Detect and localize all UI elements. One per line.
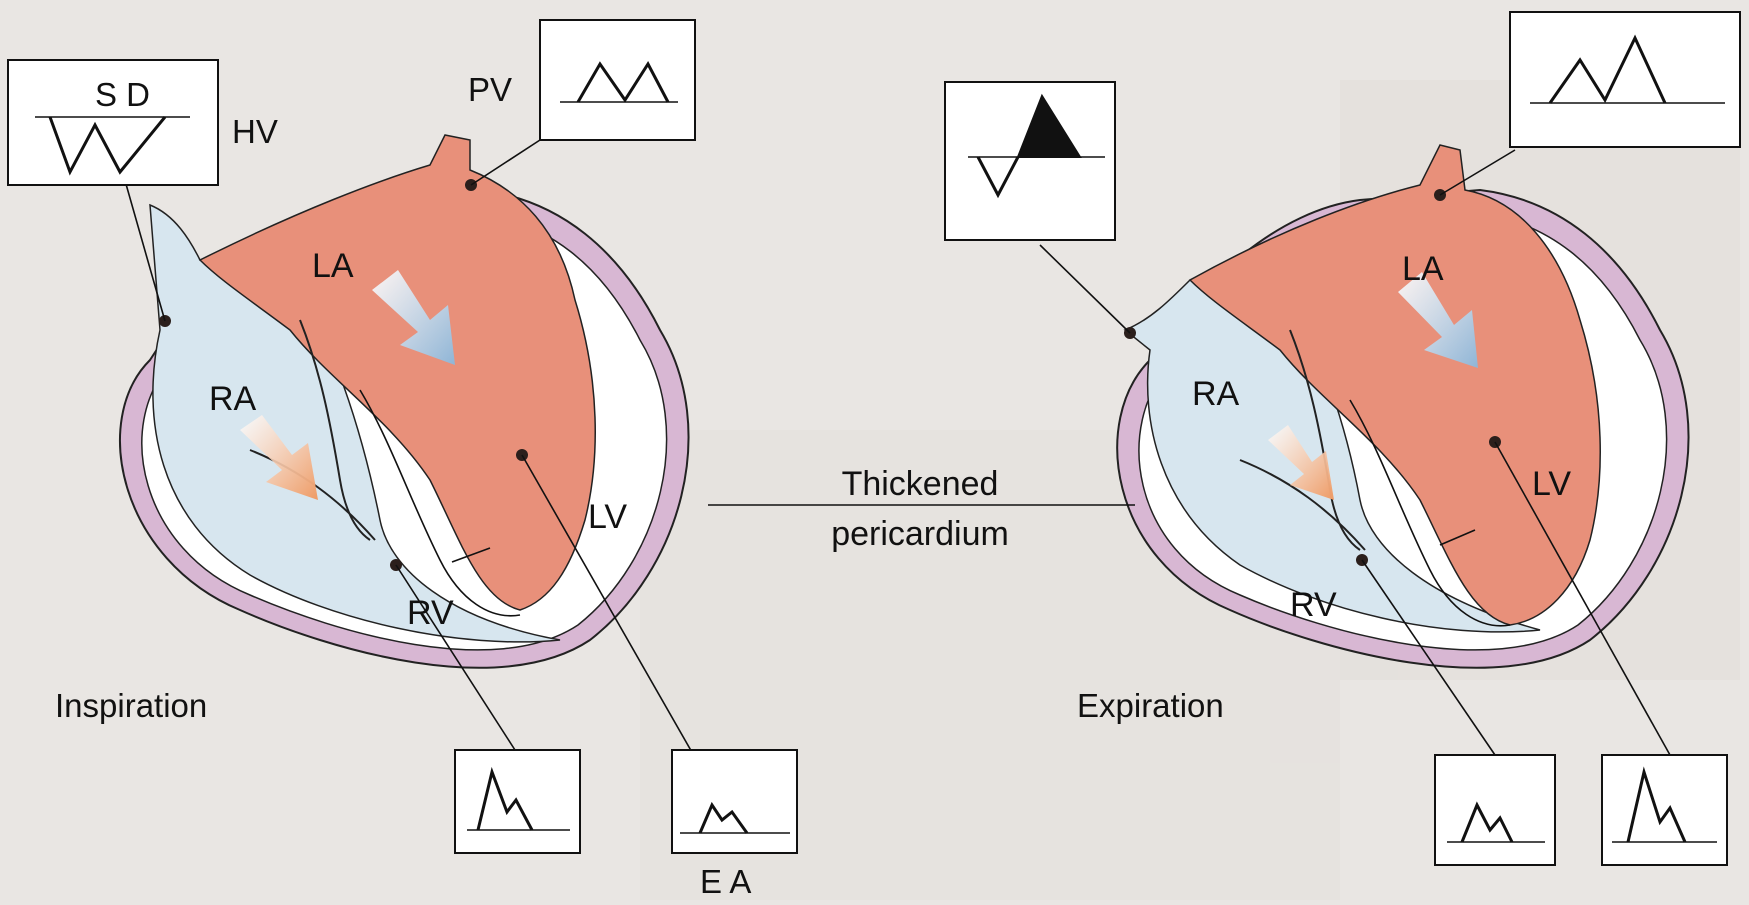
la-label-inspiration: LA: [312, 247, 354, 285]
tricuspid-doppler-box-inspiration: [455, 750, 580, 853]
inspiration-label: Inspiration: [55, 687, 207, 724]
heart-inspiration: [120, 135, 689, 668]
mitral-doppler-box-expiration: [1602, 755, 1727, 865]
expiration-label: Expiration: [1077, 687, 1224, 724]
ra-label-expiration: RA: [1192, 375, 1240, 413]
hv-label: HV: [232, 113, 278, 150]
rv-label-expiration: RV: [1290, 586, 1337, 624]
lv-label-expiration: LV: [1532, 465, 1571, 503]
lv-label-inspiration: LV: [588, 498, 627, 536]
ra-label-inspiration: RA: [209, 380, 257, 418]
tricuspid-doppler-box-expiration: [1435, 755, 1555, 865]
rv-label-inspiration: RV: [407, 594, 454, 632]
thickened-pericardium-label-line1: Thickened: [842, 465, 999, 503]
sd-label: S D: [95, 76, 150, 113]
la-label-expiration: LA: [1402, 250, 1444, 288]
mitral-doppler-box-inspiration: [672, 750, 797, 853]
thickened-pericardium-label-line2: pericardium: [831, 515, 1009, 553]
pv-doppler-box-inspiration: [540, 20, 695, 140]
pv-label: PV: [468, 71, 512, 108]
ea-label: E A: [700, 863, 751, 900]
pv-doppler-box-expiration: [1510, 12, 1740, 147]
pv-doppler-box-mid: [945, 82, 1115, 240]
